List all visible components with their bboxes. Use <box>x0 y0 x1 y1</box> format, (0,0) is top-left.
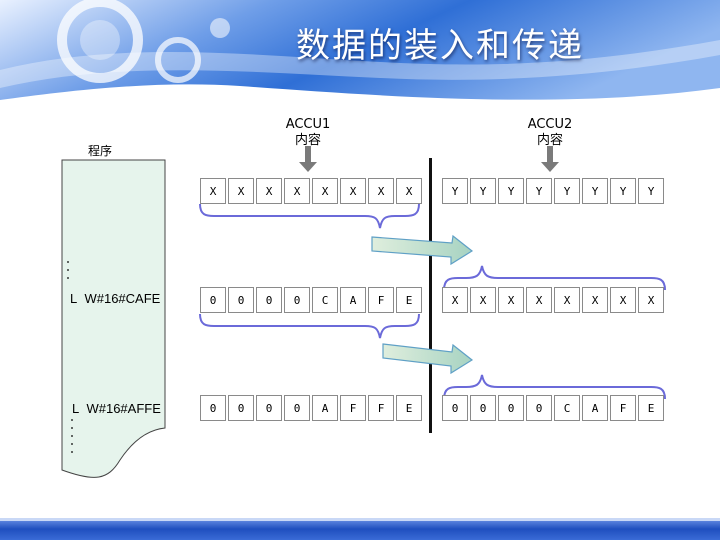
accu2-byte-cell: X <box>442 287 468 313</box>
instruction-opcode: L <box>72 401 80 416</box>
accu1-heading-name: ACCU1 <box>285 117 331 132</box>
accu2-byte-cell: X <box>610 287 636 313</box>
transfer-arrow-1 <box>371 234 474 266</box>
accu2-byte-cell: 0 <box>470 395 496 421</box>
accu2-byte-cell: Y <box>526 178 552 204</box>
program-ellipsis-top <box>67 261 69 279</box>
accu-pointer-arrows <box>299 146 559 172</box>
accu2-byte-cell: 0 <box>442 395 468 421</box>
instruction-load-cafe: L W#16#CAFE <box>70 291 160 306</box>
program-label: 程序 <box>88 144 113 158</box>
decorative-ring-core <box>80 20 120 60</box>
accu1-byte-cell: F <box>368 287 394 313</box>
accu2-byte-cell: X <box>582 287 608 313</box>
brace-accu2-row2 <box>443 265 666 291</box>
accu1-byte-cell: X <box>396 178 422 204</box>
slide-title: 数据的装入和传递 <box>296 26 584 66</box>
accu2-byte-cell: F <box>610 395 636 421</box>
accu1-byte-cell: F <box>368 395 394 421</box>
header-banner <box>0 0 720 100</box>
instruction-opcode: L <box>70 291 78 306</box>
accu2-byte-cell: Y <box>582 178 608 204</box>
accu1-byte-cell: E <box>396 287 422 313</box>
program-panel <box>61 159 166 478</box>
accu2-byte-cell: X <box>638 287 664 313</box>
bottom-bar <box>0 518 720 540</box>
accu2-byte-cell: X <box>498 287 524 313</box>
accu1-byte-cell: X <box>228 178 254 204</box>
accu2-byte-cell: C <box>554 395 580 421</box>
accu1-heading: ACCU1 内容 <box>263 117 353 149</box>
accu1-byte-cell: X <box>284 178 310 204</box>
transfer-arrow-2 <box>382 343 474 375</box>
accu2-byte-cell: A <box>582 395 608 421</box>
accu2-byte-cell: X <box>554 287 580 313</box>
accu1-byte-cell: C <box>312 287 338 313</box>
accu2-byte-cell: Y <box>470 178 496 204</box>
accu1-byte-cell: E <box>396 395 422 421</box>
accu2-byte-cell: Y <box>554 178 580 204</box>
accu1-byte-cell: X <box>312 178 338 204</box>
accu1-byte-cell: A <box>340 287 366 313</box>
instruction-operand: W#16#AFFE <box>86 401 161 416</box>
decorative-dot <box>210 18 230 38</box>
accu2-byte-cell: Y <box>638 178 664 204</box>
brace-accu1-row1 <box>199 203 420 229</box>
accu1-byte-cell: 0 <box>256 287 282 313</box>
instruction-operand: W#16#CAFE <box>84 291 161 306</box>
accu2-heading-name: ACCU2 <box>527 117 573 132</box>
accu1-heading-sub: 内容 <box>294 133 321 148</box>
accu1-byte-cell: 0 <box>228 287 254 313</box>
accu2-byte-cell: Y <box>498 178 524 204</box>
brace-accu1-row2 <box>199 313 420 339</box>
accu2-byte-cell: Y <box>442 178 468 204</box>
accu1-byte-cell: 0 <box>284 395 310 421</box>
accu1-byte-cell: X <box>256 178 282 204</box>
accu2-byte-cell: 0 <box>526 395 552 421</box>
accu2-byte-cell: X <box>526 287 552 313</box>
brace-accu2-row3 <box>443 374 666 400</box>
accu1-byte-cell: X <box>200 178 226 204</box>
decorative-ring-large <box>57 0 143 83</box>
accu-separator <box>429 158 432 433</box>
accu1-byte-cell: A <box>312 395 338 421</box>
accu2-byte-cell: E <box>638 395 664 421</box>
braces <box>199 203 666 400</box>
accu2-byte-cell: 0 <box>498 395 524 421</box>
decorative-ring-small <box>155 37 201 83</box>
transfer-arrows <box>371 234 474 375</box>
instruction-load-affe: L W#16#AFFE <box>72 401 161 416</box>
accu1-byte-cell: 0 <box>200 287 226 313</box>
accu2-byte-cell: Y <box>610 178 636 204</box>
accu2-heading: ACCU2 内容 <box>505 117 595 149</box>
accu1-byte-cell: X <box>368 178 394 204</box>
accu1-byte-cell: X <box>340 178 366 204</box>
accu1-byte-cell: 0 <box>228 395 254 421</box>
accu1-byte-cell: F <box>340 395 366 421</box>
accu2-heading-sub: 内容 <box>536 133 563 148</box>
accu2-byte-cell: X <box>470 287 496 313</box>
program-ellipsis-bottom <box>71 419 73 453</box>
accu1-byte-cell: 0 <box>200 395 226 421</box>
bottom-bar-highlight <box>0 518 720 521</box>
accu1-byte-cell: 0 <box>284 287 310 313</box>
accu1-byte-cell: 0 <box>256 395 282 421</box>
